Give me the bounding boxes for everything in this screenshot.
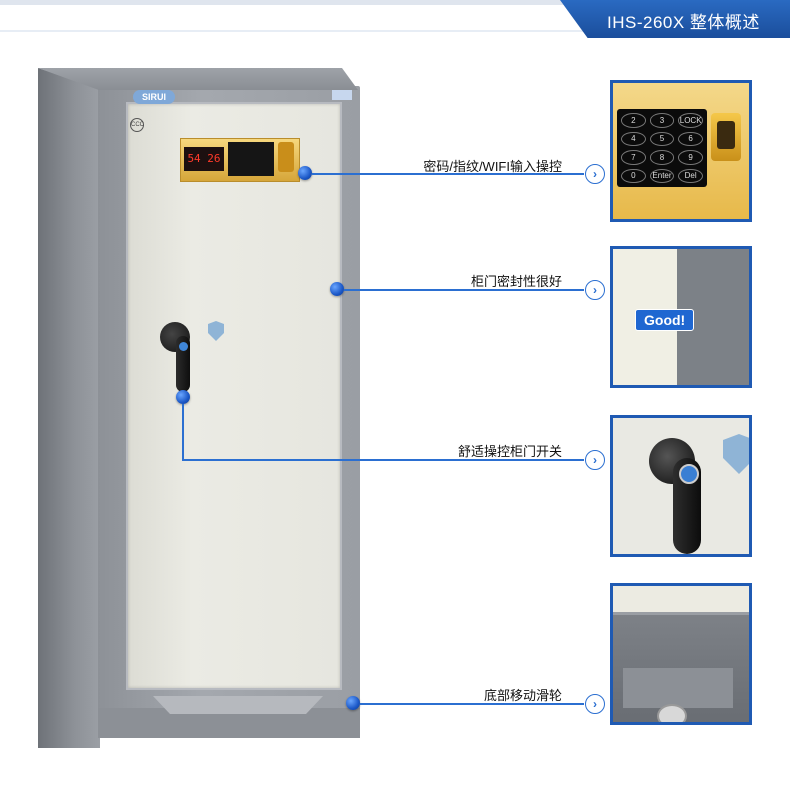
brand-logo: SIRUI xyxy=(133,90,175,104)
door-bottom xyxy=(613,586,749,615)
detail-wheels-photo xyxy=(610,583,752,725)
keypad-key: LOCK xyxy=(678,113,703,128)
certification-icon: CCC xyxy=(130,118,144,132)
wheel-icon xyxy=(657,704,687,722)
keypad-key: Del xyxy=(678,168,703,183)
callout-dot-seal xyxy=(330,282,344,296)
fingerprint-reader-icon xyxy=(278,142,294,172)
callout-label-handle: 舒适操控柜门开关 xyxy=(457,444,562,459)
keypad-key: 2 xyxy=(621,113,646,128)
base-foot xyxy=(623,668,733,708)
keypad-key: Enter xyxy=(649,168,675,183)
keypad-key: 9 xyxy=(678,150,703,165)
detail-handle-photo xyxy=(610,415,752,557)
good-speech-bubble: Good! xyxy=(635,309,695,331)
callout-vline-handle xyxy=(182,404,184,460)
callout-arrow-icon[interactable]: › xyxy=(585,280,605,300)
keypad-key: 7 xyxy=(621,150,646,165)
callout-line-keypad xyxy=(312,173,584,175)
shield-badge-icon xyxy=(208,321,224,341)
door-handle xyxy=(176,336,190,392)
callout-dot-handle xyxy=(176,390,190,404)
callout-label-seal: 柜门密封性很好 xyxy=(470,274,562,289)
handle-dial-icon xyxy=(679,464,699,484)
keypad-key: 5 xyxy=(649,131,675,146)
page-title: IHS-260X 整体概述 xyxy=(607,13,760,32)
keypad-key: 4 xyxy=(621,131,646,146)
header-band xyxy=(0,30,790,32)
detail-seal-photo: Good! xyxy=(610,246,752,388)
model-sticker xyxy=(332,90,352,100)
keypad-key: 8 xyxy=(649,150,675,165)
keypad-key: 6 xyxy=(678,131,703,146)
keypad-display: 54 26 xyxy=(184,147,224,171)
keypad-buttons xyxy=(228,142,274,176)
callout-arrow-icon[interactable]: › xyxy=(585,164,605,184)
handle-dial-icon xyxy=(179,342,188,351)
callout-label-keypad: 密码/指纹/WIFI输入操控 xyxy=(423,159,562,174)
header-top-line xyxy=(0,0,790,5)
safe-top-panel xyxy=(38,68,358,90)
callout-dot-wheels xyxy=(346,696,360,710)
keypad-key: 0 xyxy=(621,168,646,183)
fingerprint-sensor-icon xyxy=(717,121,735,149)
title-tab xyxy=(560,0,790,38)
safe-side-panel xyxy=(38,68,100,748)
safe-base-notch xyxy=(153,696,323,714)
callout-line-wheels xyxy=(360,703,584,705)
safe-product-image: SIRUI CCC 54 26 xyxy=(38,68,360,748)
callout-dot-keypad xyxy=(298,166,312,180)
safe-door xyxy=(126,102,342,690)
callout-line-handle xyxy=(182,459,584,461)
callout-label-wheels: 底部移动滑轮 xyxy=(483,688,562,703)
callout-arrow-icon[interactable]: › xyxy=(585,694,605,714)
keypad-key: 3 xyxy=(649,113,675,128)
callout-line-seal xyxy=(344,289,584,291)
callout-arrow-icon[interactable]: › xyxy=(585,450,605,470)
